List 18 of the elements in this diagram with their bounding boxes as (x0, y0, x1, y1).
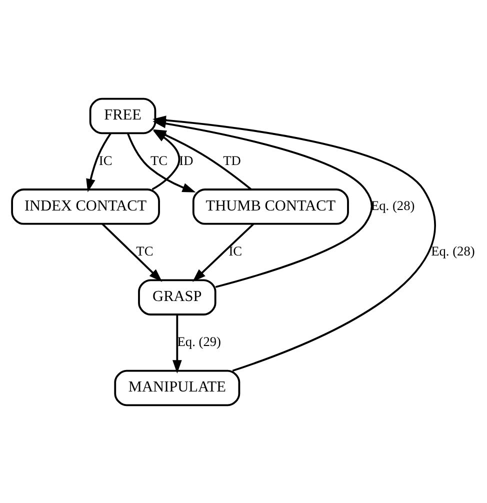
edge-label: Eq. (29) (177, 334, 222, 349)
node-box: GRASP (138, 278, 216, 315)
edge-label: IC (98, 152, 112, 168)
arrow (172, 314, 182, 373)
edge-label: TC (136, 243, 154, 258)
node-box: FREE (89, 97, 156, 134)
edge-label: TC (150, 152, 168, 168)
edge-label: ID (179, 152, 194, 168)
edge-label: IC (228, 243, 242, 258)
edge-label: Eq. (28) (431, 243, 475, 258)
node-box: MANIPULATE (114, 369, 240, 406)
arrow (86, 132, 112, 192)
arrow (192, 222, 254, 282)
node-box: INDEX CONTACT (11, 188, 160, 224)
arrow (102, 222, 162, 282)
arrow (126, 132, 196, 192)
node-box: THUMB CONTACT (192, 188, 349, 224)
edge-label: TD (223, 152, 241, 168)
